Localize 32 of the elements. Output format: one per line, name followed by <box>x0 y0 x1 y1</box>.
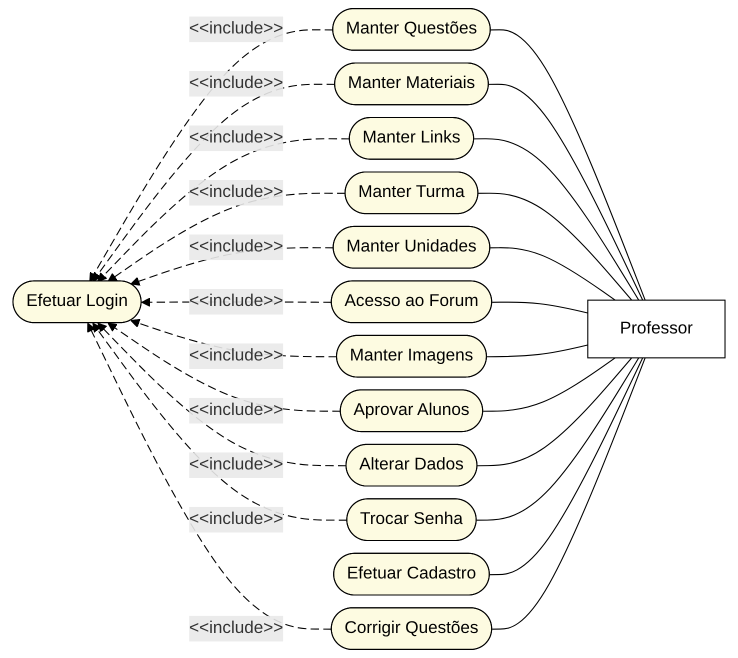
arrow <box>92 322 348 521</box>
edge-label: <<include>> <box>189 510 284 528</box>
connector <box>490 358 644 576</box>
edge-label: <<include>> <box>189 238 284 256</box>
edge-label: <<include>> <box>189 292 284 310</box>
edge-label: <<include>> <box>189 20 284 38</box>
connector <box>483 357 616 412</box>
connector <box>474 138 640 300</box>
edge-label: <<include>> <box>189 619 284 638</box>
node-box: Professor <box>587 300 726 358</box>
connector <box>478 192 632 300</box>
edge-label: <<include>> <box>189 346 284 365</box>
connector <box>492 302 588 314</box>
connector <box>477 358 632 466</box>
connector <box>476 358 640 521</box>
edge-label: <<include>> <box>189 183 284 202</box>
connector <box>492 358 646 630</box>
edge-label: <<include>> <box>189 401 284 420</box>
connector <box>486 344 588 358</box>
connector <box>490 29 646 300</box>
arrow <box>108 192 346 282</box>
arrow <box>97 322 347 466</box>
arrow <box>89 29 334 282</box>
edge-label: <<include>> <box>189 74 284 92</box>
arrow <box>97 138 350 282</box>
arrow <box>87 322 332 630</box>
edge-label: <<include>> <box>189 456 284 474</box>
arrow <box>108 322 341 412</box>
arrow <box>92 84 336 282</box>
edge-label: <<include>> <box>189 128 284 147</box>
connector <box>488 84 644 300</box>
connector <box>490 247 616 301</box>
